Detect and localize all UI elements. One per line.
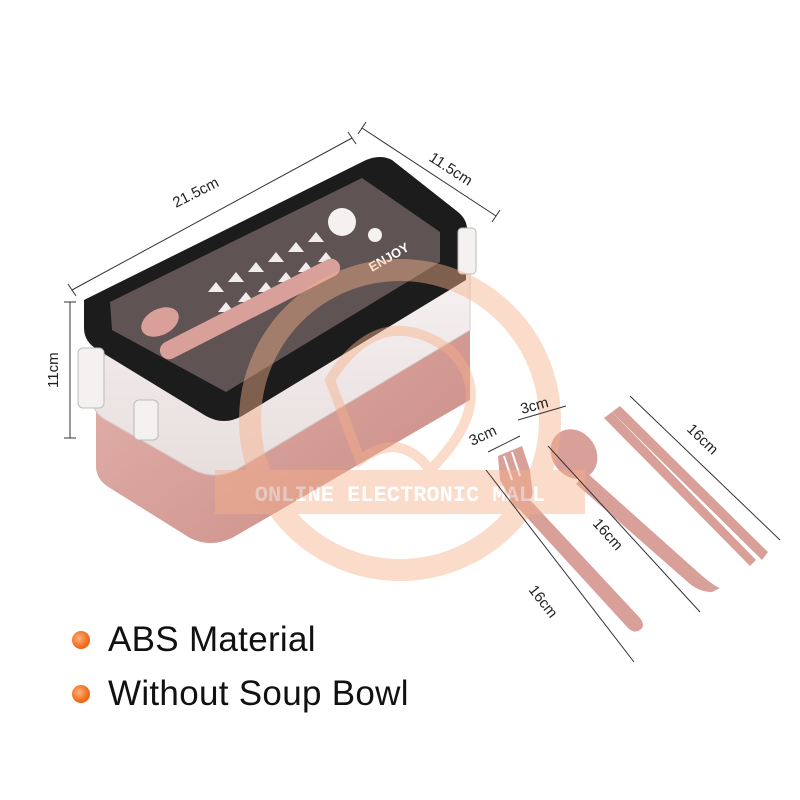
dim-spoon-width: 3cm <box>519 394 551 418</box>
dim-length: 21.5cm <box>170 174 222 211</box>
dim-fork-length: 16cm <box>525 582 561 621</box>
right-clip <box>457 227 477 275</box>
inner-cutlery <box>159 258 341 360</box>
feature-item: Without Soup Bowl <box>72 674 409 714</box>
spoon-knife <box>550 429 720 592</box>
cutlery-set <box>498 406 768 632</box>
lunch-box: ENJOY <box>77 157 477 543</box>
chopsticks <box>604 406 768 566</box>
dim-height: 11cm <box>45 352 62 388</box>
dim-fork-width: 3cm <box>467 422 500 449</box>
watermark: ONLINE ELECTRONIC MALL <box>215 259 585 581</box>
bullet-dot-icon <box>72 685 90 703</box>
fork <box>498 446 643 632</box>
inner-spoon-head <box>141 307 179 337</box>
dim-width: 11.5cm <box>426 149 476 189</box>
lid-circle-small <box>368 228 382 242</box>
lid-circle <box>328 208 356 236</box>
bullet-dot-icon <box>72 631 90 649</box>
feature-label: ABS Material <box>108 620 316 659</box>
watermark-text: ONLINE ELECTRONIC MALL <box>255 483 545 508</box>
dimension-lines <box>64 121 781 663</box>
left-clip-lower <box>133 399 159 441</box>
feature-item: ABS Material <box>72 620 316 660</box>
feature-label: Without Soup Bowl <box>108 674 409 713</box>
left-clip <box>77 347 105 409</box>
